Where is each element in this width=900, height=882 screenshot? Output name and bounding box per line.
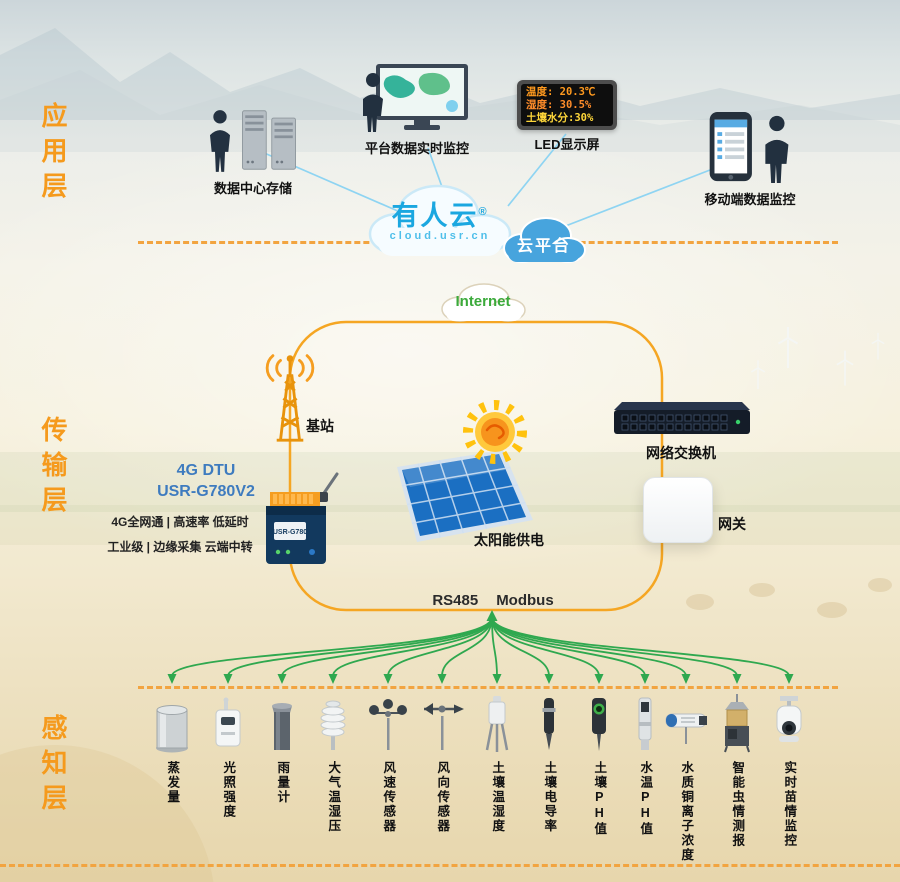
person-icon [363,73,383,132]
dtu-device-icon: USR-G780 [266,472,339,564]
sensor-label: 风速传感器 [381,761,396,834]
sensor-label: 土壤PH值 [592,761,607,837]
cloud-platform-label: 云平台 [516,238,571,255]
platform-monitor-label: 平台数据实时监控 [364,141,469,156]
switch-label: 网络交换机 [646,445,716,461]
wind-turbines-decoration [750,327,885,389]
sensor-label: 土壤电导率 [542,761,557,834]
sensor-label: 水质铜离子浓度 [679,761,694,863]
layer-label-transmission: 传输层 [38,416,68,521]
radiation-shield-icon [309,692,357,756]
monitor-with-map-icon [363,64,468,132]
network-switch-icon [614,402,750,434]
cloud-shape-icon [368,184,512,256]
phone-with-person-icon [709,111,789,184]
data-center-item: 数据中心存储 [178,106,328,197]
internet-cloud: Internet [434,277,532,327]
dtu-device-label: USR-G780 [273,529,307,536]
layer-label-application: 应用层 [38,102,68,207]
dtu-feature-1: 4G全网通 | 高速率 低延时 [111,515,249,529]
sensor-label: 实时苗情监控 [782,761,797,848]
sensor-crop-camera: 实时苗情监控 [761,692,817,848]
dtu-feature-2: 工业级 | 边缘采集 云端中转 [107,540,253,554]
base-station-label: 基站 [306,418,334,434]
bus-label: RS485 Modbus [408,592,578,609]
cloud-platform-badge: 云平台 [496,208,592,270]
sensor-atmospheric: 大气温湿压 [305,692,361,834]
sensor-light-intensity: 光照强度 [200,692,256,819]
usr-cloud: 有人云® cloud.usr.cn [360,174,520,266]
mobile-monitor-item: 移动端数据监控 [695,110,805,208]
bus-label-rs485: RS485 [432,592,479,609]
person-icon [765,115,789,184]
sensor-water-temp-ph: 水温PH值 [617,692,673,837]
ptz-camera-icon [765,692,813,756]
rain-gauge-icon [258,692,306,756]
sensor-label: 水温PH值 [638,761,653,837]
ec-probe-icon [525,692,573,756]
soil-probe-icon [473,692,521,756]
led-display-panel: 温度: 20.3℃ 湿度: 30.5% 土壤水分:30% [517,80,617,130]
sensor-label: 大气温湿压 [326,761,341,834]
light-sensor-icon [204,692,252,756]
solar-panel-sun-icon [397,400,533,542]
platform-monitor-item: 平台数据实时监控 [352,64,482,157]
water-ph-pen-icon [621,692,669,756]
sensor-copper-ion: 水质铜离子浓度 [658,692,714,863]
sensor-wind-speed: 风速传感器 [360,692,416,834]
internet-label: Internet [455,293,511,310]
sensor-label: 土壤温湿度 [490,761,505,834]
led-line-humidity: 湿度: 30.5% [526,98,592,111]
data-center-label: 数据中心存储 [213,181,292,196]
dtu-title-line1: 4G DTU [176,462,236,479]
sensor-pest-monitor: 智能虫情测报 [709,692,765,848]
registered-mark: ® [478,206,489,218]
wind-vane-icon [418,692,466,756]
sensor-rain-gauge: 雨量计 [254,692,310,805]
sensor-label: 智能虫情测报 [730,761,745,848]
layer-divider-middle [138,686,838,689]
dtu-title-line2: USR-G780V2 [157,483,255,500]
person-icon [210,110,230,172]
layer-label-perception: 感知层 [38,714,68,819]
sensor-wind-direction: 风向传感器 [414,692,470,834]
gateway-device-icon [643,477,713,543]
sensor-label: 风向传感器 [435,761,450,834]
sensor-soil-temp-humidity: 土壤温湿度 [469,692,525,834]
sensor-label: 蒸发量 [165,761,180,805]
pest-trap-tower-icon [713,692,761,756]
led-display-label: LED显示屏 [534,137,600,152]
sensor-label: 雨量计 [275,761,290,805]
usr-cloud-url: cloud.usr.cn [389,230,491,242]
bus-label-modbus: Modbus [496,592,554,609]
led-line-soil-moisture: 土壤水分:30% [526,111,594,124]
sensor-evaporation: 蒸发量 [144,692,200,805]
water-quality-tube-icon [662,692,710,756]
solar-label: 太阳能供电 [474,532,544,548]
layer-divider-bottom [0,864,900,867]
led-display-item: 温度: 20.3℃ 湿度: 30.5% 土壤水分:30% LED显示屏 [512,80,622,153]
sensor-soil-ph: 土壤PH值 [571,692,627,837]
led-line-temperature: 温度: 20.3℃ [526,86,596,99]
mobile-monitor-label: 移动端数据监控 [704,192,796,207]
gateway-label: 网关 [718,516,746,532]
led-screen: 温度: 20.3℃ 湿度: 30.5% 土壤水分:30% [521,84,613,126]
sensor-soil-conductivity: 土壤电导率 [521,692,577,834]
cloud-shape-icon [441,283,526,322]
anemometer-icon [364,692,412,756]
sun-icon [463,400,527,464]
usr-cloud-title: 有人云® [391,201,489,231]
soil-ph-meter-icon [575,692,623,756]
evaporation-sensor-icon [148,692,196,756]
server-racks-icon [242,110,296,170]
sensor-label: 光照强度 [221,761,236,819]
